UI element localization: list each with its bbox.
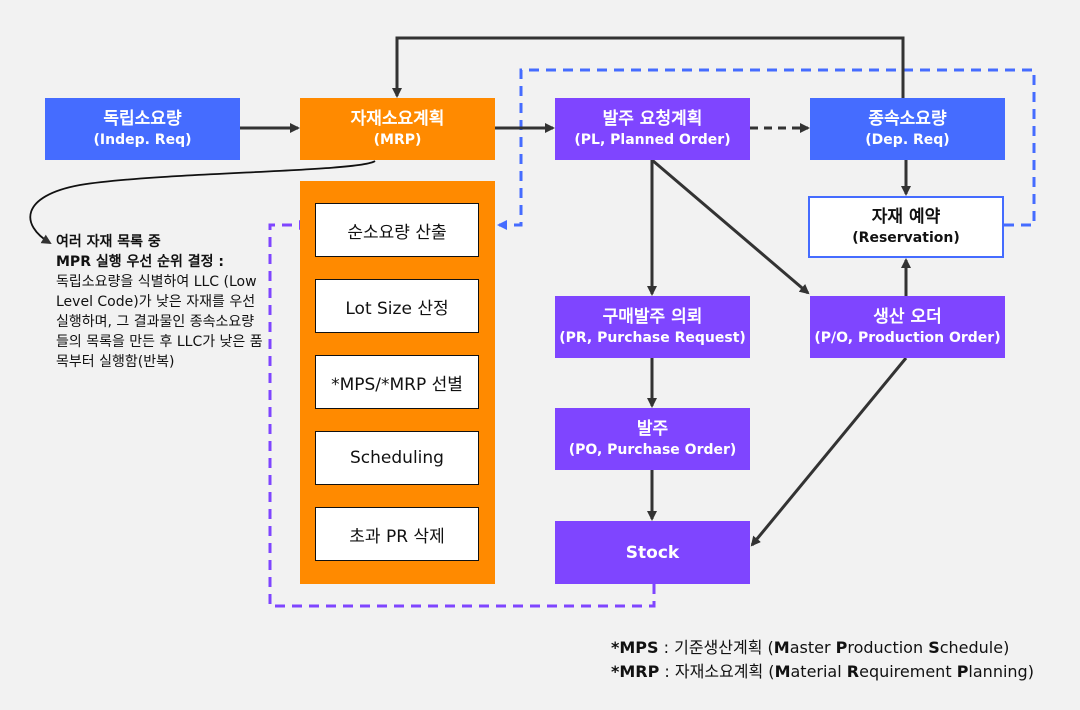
- arrow-planned-order-to-production-order: [651, 158, 810, 295]
- node-production-order[interactable]: 생산 오더 (P/O, Production Order): [810, 296, 1005, 358]
- node-title: 발주 요청계획: [602, 109, 703, 129]
- legend-word: roduction: [847, 638, 929, 657]
- legend-initial: S: [928, 638, 940, 657]
- legend-initial: P: [956, 662, 969, 681]
- legend-word: lanning: [968, 662, 1028, 681]
- node-subtitle: (MRP): [373, 132, 422, 148]
- legend-word: equirement: [859, 662, 957, 681]
- node-purchase-order[interactable]: 발주 (PO, Purchase Order): [555, 408, 750, 470]
- legend-korean: 자재소요계획 (: [674, 662, 775, 681]
- node-title: 독립소요량: [103, 109, 182, 129]
- legend-row-mrp: *MRP : 자재소요계획 (Material Requirement Plan…: [611, 660, 1034, 684]
- mrp-step[interactable]: Lot Size 산정: [315, 279, 479, 333]
- node-title: 발주: [636, 419, 669, 439]
- mrp-step[interactable]: 초과 PR 삭제: [315, 507, 479, 561]
- mrp-step[interactable]: Scheduling: [315, 431, 479, 485]
- node-planned-order[interactable]: 발주 요청계획 (PL, Planned Order): [555, 98, 750, 160]
- arrow-mrp-to-note: [29, 160, 376, 245]
- note-heading: MPR 실행 우선 순위 결정 :: [56, 254, 224, 270]
- feedback-stock-to-net-requirement: [268, 220, 656, 608]
- legend: *MPS : 기준생산계획 (Master Production Schedul…: [611, 636, 1034, 684]
- arrow-dep-req-to-mrp: [392, 36, 905, 98]
- note-heading: 여러 자재 목록 중: [56, 234, 161, 250]
- legend-close: ): [1003, 638, 1010, 657]
- legend-sep: :: [659, 662, 675, 681]
- node-subtitle: (Reservation): [852, 230, 960, 246]
- mrp-step[interactable]: *MPS/*MRP 선별: [315, 355, 479, 409]
- node-title: 자재소요계획: [350, 109, 445, 129]
- node-subtitle: (Dep. Req): [865, 132, 950, 148]
- node-purchase-request[interactable]: 구매발주 의뢰 (PR, Purchase Request): [555, 296, 750, 358]
- legend-word: chedule: [939, 638, 1004, 657]
- legend-initial: M: [774, 662, 791, 681]
- legend-korean: 기준생산계획 (: [674, 638, 774, 657]
- feedback-reservation-to-net-requirement: [497, 68, 1036, 230]
- node-title: Stock: [625, 542, 680, 563]
- node-title: 생산 오더: [873, 307, 942, 327]
- legend-key: *MPS: [611, 638, 659, 657]
- node-subtitle: (PO, Purchase Order): [568, 442, 737, 458]
- legend-sep: :: [658, 638, 675, 657]
- note-body: 독립소요량을 식별하여 LLC (Low Level Code)가 낮은 자재를…: [56, 274, 263, 370]
- node-reservation[interactable]: 자재 예약 (Reservation): [808, 196, 1004, 258]
- legend-initial: M: [773, 638, 790, 657]
- node-title: 자재 예약: [871, 207, 941, 227]
- node-mrp[interactable]: 자재소요계획 (MRP): [300, 98, 495, 160]
- legend-initial: R: [846, 662, 860, 681]
- legend-row-mps: *MPS : 기준생산계획 (Master Production Schedul…: [611, 636, 1034, 660]
- legend-close: ): [1027, 662, 1034, 681]
- legend-word: aster: [789, 638, 836, 657]
- legend-key: *MRP: [611, 662, 660, 681]
- node-title: 구매발주 의뢰: [602, 307, 703, 327]
- node-dep-req[interactable]: 종속소요량 (Dep. Req): [810, 98, 1005, 160]
- node-indep-req[interactable]: 독립소요량 (Indep. Req): [45, 98, 240, 160]
- legend-word: aterial: [790, 662, 847, 681]
- mrp-step[interactable]: 순소요량 산출: [315, 203, 479, 257]
- node-subtitle: (PR, Purchase Request): [559, 330, 746, 346]
- mrp-priority-note: 여러 자재 목록 중 MPR 실행 우선 순위 결정 : 독립소요량을 식별하여…: [56, 232, 266, 372]
- node-subtitle: (Indep. Req): [93, 132, 192, 148]
- node-title: 종속소요량: [868, 109, 947, 129]
- node-subtitle: (PL, Planned Order): [574, 132, 731, 148]
- legend-initial: P: [835, 638, 848, 657]
- node-stock[interactable]: Stock: [555, 521, 750, 584]
- arrow-production-order-to-stock: [750, 357, 908, 547]
- node-subtitle: (P/O, Production Order): [814, 330, 1001, 346]
